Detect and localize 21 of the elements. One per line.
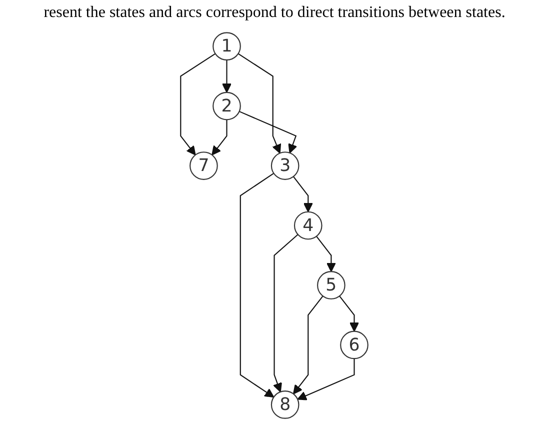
node-circle: 2	[212, 92, 242, 120]
arrow	[212, 120, 228, 156]
node-circle: 4	[294, 211, 323, 240]
arrow	[222, 60, 232, 93]
arrow	[293, 296, 324, 394]
node-circle: 1	[212, 32, 242, 60]
caption: resent the states and arcs correspond to direct transitions between states.	[44, 4, 506, 22]
arrow	[293, 176, 314, 212]
arrow	[180, 53, 216, 156]
arrow	[238, 53, 282, 154]
node-circle: 3	[271, 152, 300, 180]
arrow	[339, 296, 360, 332]
node-circle: 6	[340, 330, 369, 360]
node-circle: 7	[190, 152, 218, 180]
arrow	[273, 234, 298, 392]
arrow	[239, 110, 298, 154]
arrow	[240, 172, 274, 398]
arrow	[316, 236, 336, 272]
node-circle: 5	[317, 271, 346, 300]
arrow	[297, 358, 356, 400]
node-circle: 8	[271, 390, 300, 419]
